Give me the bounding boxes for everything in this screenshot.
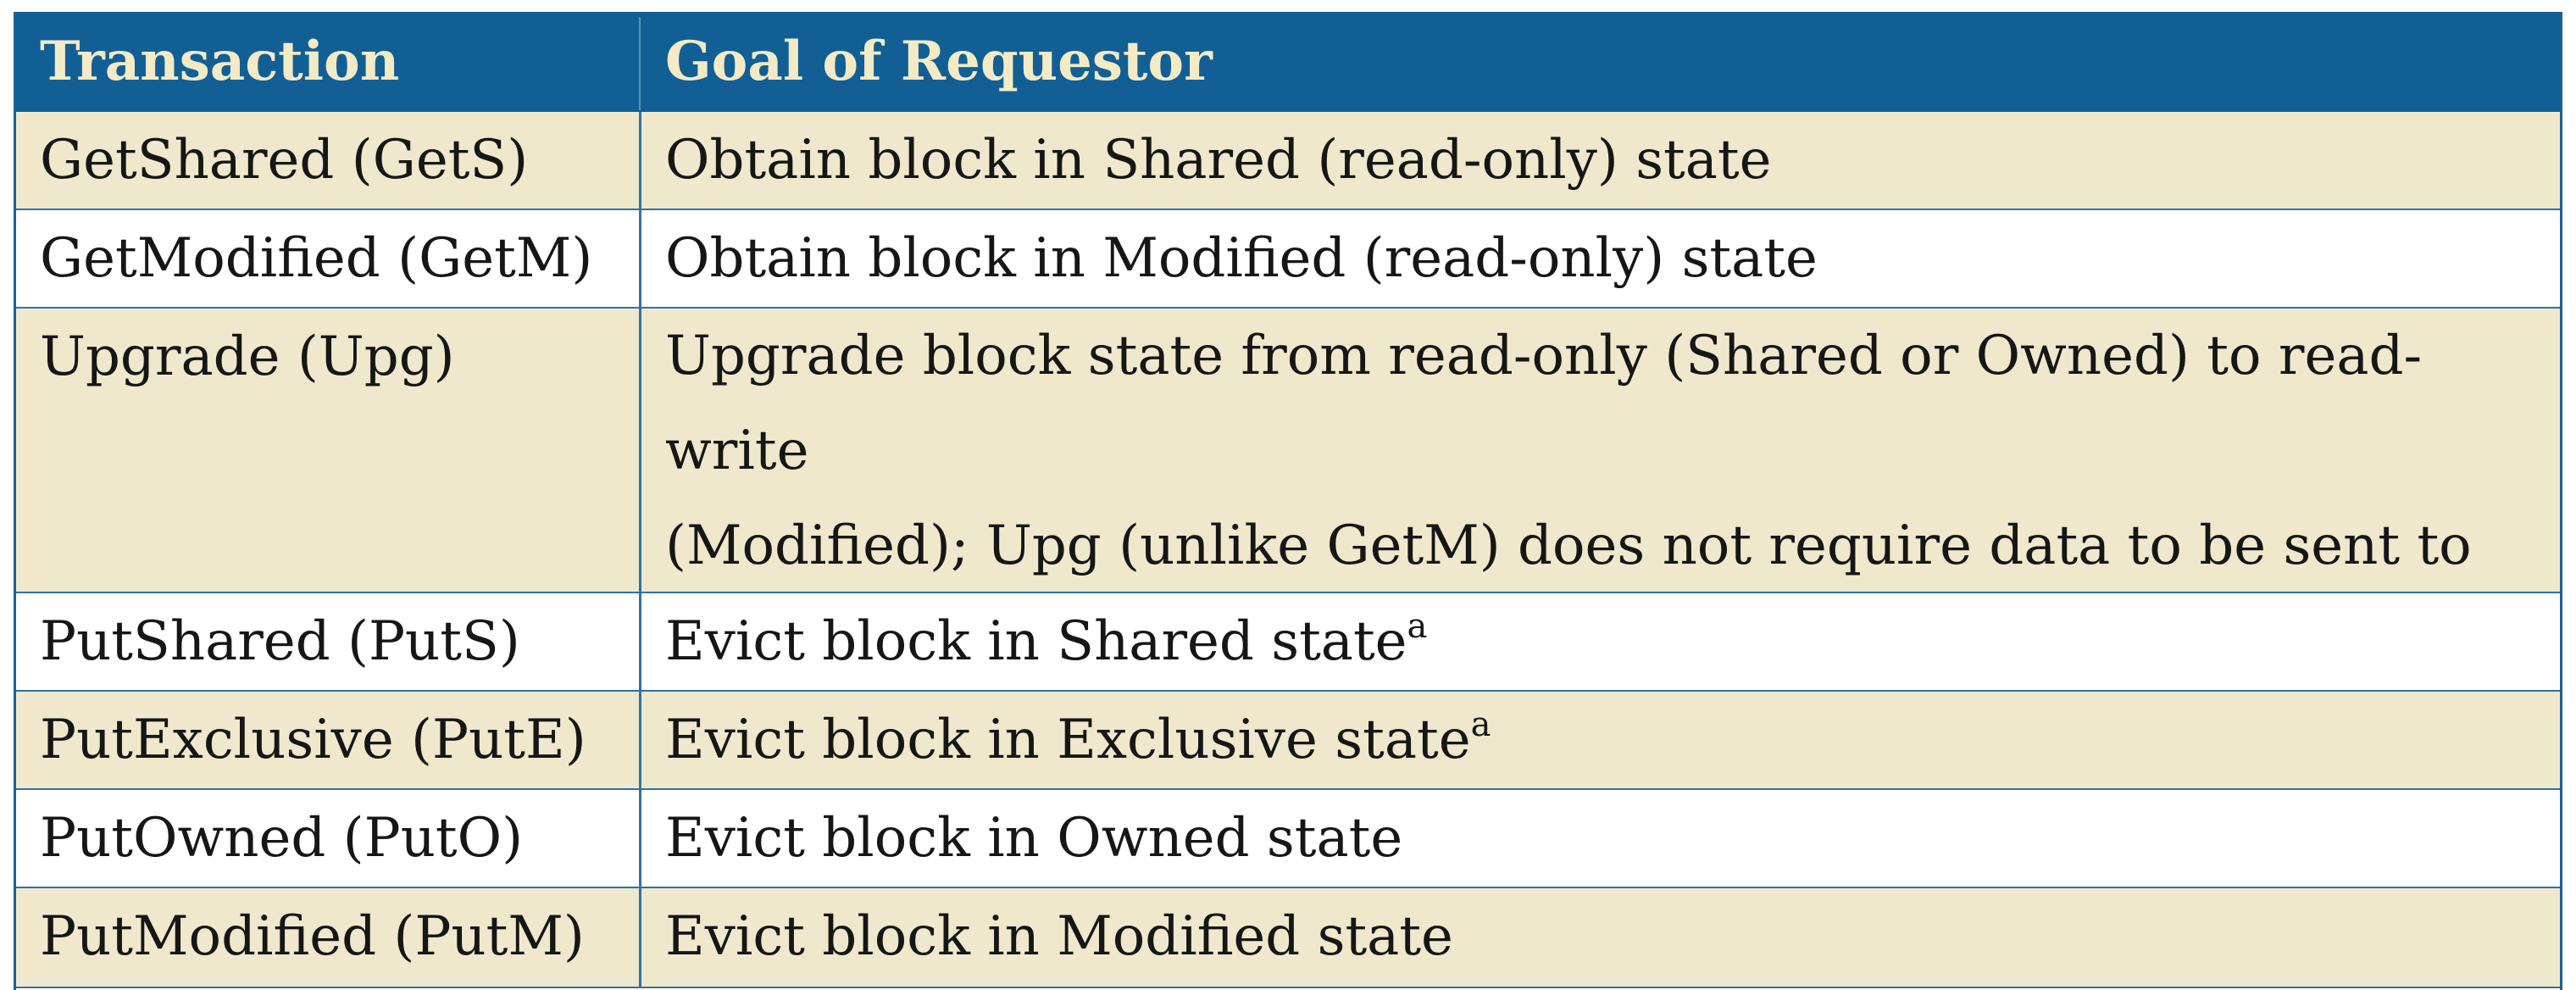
transaction-cell: GetShared (GetS): [40, 129, 529, 192]
table-row: Upgrade (Upg) Upgrade block state from r…: [16, 309, 2560, 767]
table-row: PutModified (PutM) Evict block in Modifi…: [16, 888, 2560, 988]
header-divider: [639, 17, 641, 110]
goal-cell: Obtain block in Shared (read-only) state: [665, 129, 1772, 192]
transaction-cell: PutOwned (PutO): [40, 807, 524, 870]
transaction-cell: Upgrade (Upg): [40, 325, 455, 388]
goal-cell: Evict block in Shared statea: [665, 593, 2529, 690]
goal-cell: Evict block in Owned state: [665, 807, 1403, 870]
goal-cell: Obtain block in Modified (read-only) sta…: [665, 227, 1818, 290]
transaction-table: Transaction Goal of Requestor GetShared …: [14, 12, 2562, 990]
transaction-cell: PutModified (PutM): [40, 905, 585, 968]
footnote-marker: a: [1470, 705, 1491, 744]
goal-cell: Evict block in Modified state: [665, 905, 1453, 968]
goal-text: Evict block in Shared state: [665, 610, 1407, 673]
column-divider: [639, 309, 641, 592]
table-row: PutShared (PutS) Evict block in Shared s…: [16, 593, 2560, 692]
table-header: Transaction Goal of Requestor: [16, 12, 2560, 112]
table-row: PutExclusive (PutE) Evict block in Exclu…: [16, 692, 2560, 790]
column-divider: [639, 210, 641, 307]
transaction-cell: PutShared (PutS): [40, 610, 520, 673]
goal-cell: Evict block in Exclusive statea: [665, 692, 2529, 788]
column-divider: [639, 790, 641, 887]
goal-line: Upgrade block state from read-only (Shar…: [665, 325, 2423, 482]
column-divider: [639, 692, 641, 788]
header-transaction: Transaction: [40, 30, 400, 93]
column-divider: [639, 112, 641, 209]
column-divider: [639, 888, 641, 987]
transaction-cell: PutExclusive (PutE): [40, 709, 586, 771]
column-divider: [639, 593, 641, 690]
table-row: PutOwned (PutO) Evict block in Owned sta…: [16, 790, 2560, 888]
table-row: GetShared (GetS) Obtain block in Shared …: [16, 112, 2560, 210]
footnote-marker: a: [1407, 607, 1428, 646]
transaction-cell: GetModified (GetM): [40, 227, 593, 290]
goal-text: Evict block in Exclusive state: [665, 709, 1471, 771]
table-row: GetModified (GetM) Obtain block in Modif…: [16, 210, 2560, 309]
header-goal: Goal of Requestor: [665, 30, 1213, 93]
